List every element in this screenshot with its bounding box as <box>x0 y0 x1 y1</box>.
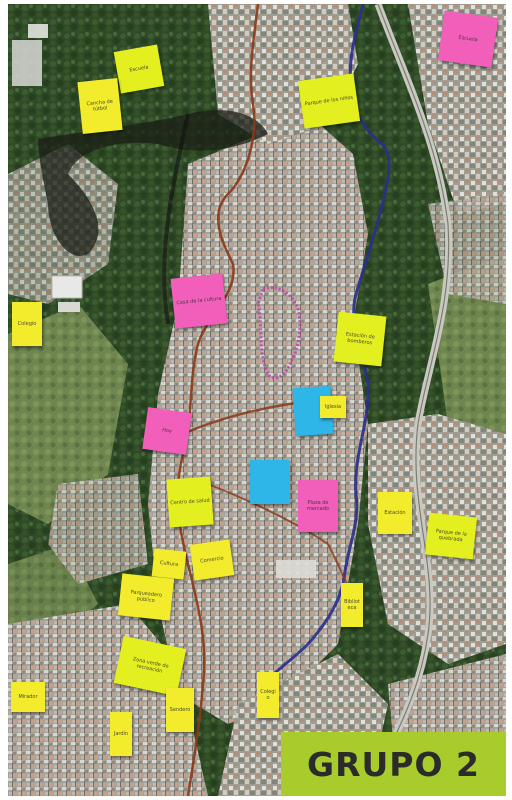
sticky-note-n14: Estación <box>378 492 412 534</box>
sticky-note-n23: Colegio <box>257 672 279 718</box>
sticky-note-text: Cancha de fútbol <box>86 98 114 113</box>
sticky-note-text: Centro de salud <box>170 497 210 507</box>
sticky-note-text: Jardín <box>113 731 129 737</box>
sticky-note-n13: Plaza de mercado <box>298 480 338 532</box>
sticky-note-n19: Biblioteca <box>341 583 363 627</box>
sticky-note-text: Colegio <box>260 689 276 701</box>
sticky-note-n6: Casa de la cultura <box>170 273 228 329</box>
group-label: GRUPO 2 <box>307 744 480 784</box>
sticky-note-n21: Mirador <box>11 682 45 712</box>
sticky-note-text: Iglesia <box>324 404 342 410</box>
sticky-note-n5: Colegio <box>12 302 42 346</box>
sticky-note-text: Parque de la quebrada <box>435 528 468 544</box>
sticky-note-n12: Centro de salud <box>166 476 214 528</box>
sticky-note-text: Parque de los niños <box>304 94 354 108</box>
sticky-note-text: Biblioteca <box>344 599 360 611</box>
sticky-note-text: Cultura <box>159 560 179 568</box>
sticky-note-text: Hoy <box>161 427 173 435</box>
sticky-note-n10: Hoy <box>142 407 192 455</box>
sticky-note-n7: Estación de bomberos <box>333 311 387 367</box>
sticky-note-n11 <box>250 460 290 504</box>
sticky-note-n3: Cancha de fútbol <box>77 78 123 134</box>
sticky-note-text: Parqueadero público <box>130 589 163 604</box>
sticky-note-text: Casa de la cultura <box>176 295 222 307</box>
sticky-note-n22: Sendero <box>166 688 194 732</box>
sticky-note-text: Estación <box>384 510 406 516</box>
sticky-note-n2: Escuela <box>437 10 499 68</box>
sticky-note-text: Mirador <box>18 694 38 700</box>
sticky-note-text <box>311 409 315 413</box>
sticky-note-n4: Parque de los niños <box>297 73 361 129</box>
sticky-note-n9: Iglesia <box>320 396 346 418</box>
sticky-note-text: Sendero <box>169 707 191 713</box>
sticky-note-n15: Parque de la quebrada <box>424 512 478 560</box>
sticky-note-text <box>268 480 272 484</box>
sticky-note-n18: Parqueadero público <box>117 573 175 621</box>
sticky-note-text: Zona verde de recreación <box>132 656 170 675</box>
group-label-box: GRUPO 2 <box>281 732 506 796</box>
sticky-note-n16: Comercio <box>189 539 235 581</box>
sticky-note-n24: Jardín <box>110 712 132 756</box>
sticky-note-text: Colegio <box>17 321 37 327</box>
sticky-note-n1: Escuela <box>113 44 165 94</box>
sticky-note-text: Estación de bomberos <box>345 331 376 347</box>
sticky-note-n17: Cultura <box>151 548 187 580</box>
sticky-note-text: Comercio <box>199 555 225 565</box>
sticky-note-text: Escuela <box>458 34 478 44</box>
sticky-note-text: Escuela <box>129 64 149 74</box>
sticky-note-text: Plaza de mercado <box>307 500 329 512</box>
